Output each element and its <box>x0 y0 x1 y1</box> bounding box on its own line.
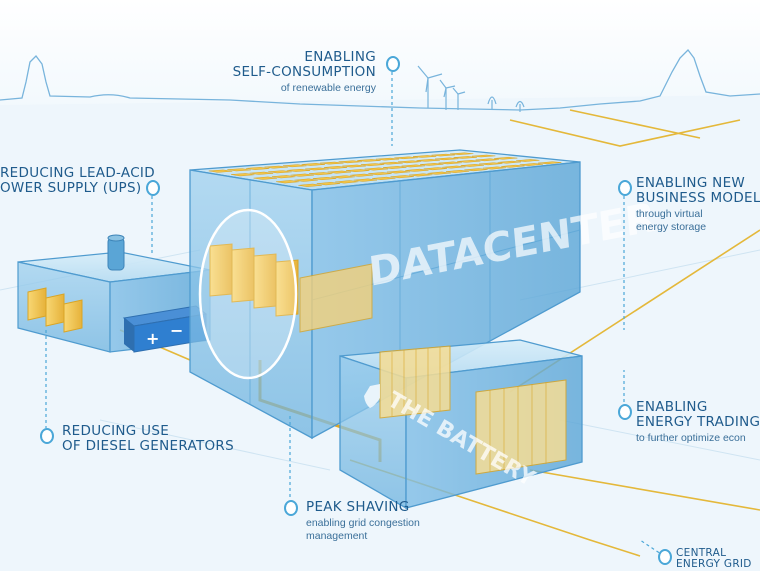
solar-panel <box>438 161 462 165</box>
solar-panel <box>208 169 233 173</box>
solar-panel <box>538 161 562 165</box>
solar-panel <box>338 160 363 164</box>
solar-panel <box>379 161 403 165</box>
server-racks <box>209 243 373 333</box>
solar-panel <box>275 180 300 184</box>
solar-panel <box>231 173 255 177</box>
solar-panel <box>405 168 429 172</box>
solar-panel <box>372 176 396 180</box>
solar-panel <box>394 156 418 160</box>
marker-business-models <box>618 180 632 196</box>
solar-panel <box>301 163 325 166</box>
solar-panel <box>245 167 270 170</box>
label-business-models: ENABLING NEW BUSINESS MODELS through vir… <box>636 175 760 234</box>
solar-panel <box>264 165 288 169</box>
solar-panel <box>253 176 277 180</box>
solar-panel <box>475 158 499 162</box>
solar-panel <box>450 152 474 155</box>
solar-panel <box>460 164 484 167</box>
skyline <box>0 49 760 111</box>
marker-central-grid <box>658 549 672 565</box>
solar-panel <box>309 172 333 176</box>
solar-panel <box>360 163 385 167</box>
solar-panel <box>335 180 359 184</box>
solar-panel <box>283 164 307 168</box>
solar-panel <box>482 166 507 170</box>
solar-panel <box>364 167 388 171</box>
solar-panel <box>386 170 411 174</box>
solar-panel <box>331 175 355 179</box>
label-diesel: REDUCING USE OF DIESEL GENERATORS <box>62 423 234 454</box>
solar-panel <box>401 164 425 168</box>
solar-panel <box>342 164 366 168</box>
solar-panel <box>353 178 378 182</box>
solar-panel <box>519 163 543 166</box>
battery-building <box>339 339 583 510</box>
solar-panels <box>208 152 562 187</box>
label-self-consumption: ENABLING SELF-CONSUMPTION of renewable e… <box>232 49 376 95</box>
solar-panel <box>268 170 292 174</box>
lead-acid-blocks <box>27 287 83 333</box>
solar-panel <box>494 156 518 160</box>
solar-panel <box>501 164 525 168</box>
solar-panel <box>298 183 322 187</box>
label-ups: REDUCING LEAD-ACID OWER SUPPLY (UPS) <box>0 165 155 196</box>
solar-panel <box>427 171 451 175</box>
solar-panel <box>423 167 448 171</box>
solar-panel <box>312 176 337 181</box>
solar-panel <box>397 160 422 164</box>
marker-ups <box>146 180 160 196</box>
solar-panel <box>249 171 274 175</box>
solar-panel <box>479 162 503 166</box>
battery-plus-sign: + <box>146 329 159 348</box>
solar-panel <box>416 159 440 162</box>
solar-panel <box>327 170 351 174</box>
solar-panel <box>346 169 370 173</box>
solar-panel <box>445 169 470 173</box>
solar-panel <box>453 156 477 159</box>
battery-minus-sign: − <box>170 321 183 340</box>
solar-panel <box>320 161 344 165</box>
marker-peak-shaving <box>284 500 298 516</box>
solar-panel <box>368 172 392 176</box>
solar-panel <box>316 181 341 186</box>
wind-turbines <box>417 65 466 110</box>
marker-energy-trading <box>618 404 632 420</box>
solar-panel <box>290 173 314 177</box>
solar-panel <box>435 157 459 161</box>
solar-panel <box>294 178 318 182</box>
solar-panel <box>457 160 481 163</box>
solar-panel <box>412 155 437 158</box>
highlight-circle <box>198 208 298 380</box>
battery-pack <box>122 305 208 353</box>
solar-panel <box>383 166 407 169</box>
solar-panel <box>305 167 329 171</box>
marker-self-consumption <box>386 56 400 72</box>
solar-panel <box>323 166 348 169</box>
label-peak-shaving: PEAK SHAVING enabling grid congestion ma… <box>306 499 420 543</box>
solar-panel <box>464 168 488 172</box>
solar-panel <box>272 175 296 179</box>
solar-panel <box>472 154 496 158</box>
solar-panel <box>286 168 311 172</box>
marker-diesel <box>40 428 54 444</box>
label-central-grid: CENTRAL ENERGY GRID <box>676 547 752 570</box>
solar-panel <box>409 173 433 177</box>
solar-panel <box>497 160 521 164</box>
solar-panel <box>227 168 251 172</box>
solar-panel <box>375 157 400 161</box>
trees <box>487 96 525 112</box>
solar-panel <box>357 159 381 162</box>
solar-panel <box>420 163 444 166</box>
solar-panel <box>390 175 414 179</box>
label-energy-trading: ENABLING ENERGY TRADING to further optim… <box>636 399 760 445</box>
solar-panel <box>442 165 466 169</box>
solar-panel <box>349 173 374 177</box>
solar-panel <box>516 159 540 162</box>
battery-logo-icon <box>364 384 380 408</box>
solar-panel <box>431 153 455 157</box>
